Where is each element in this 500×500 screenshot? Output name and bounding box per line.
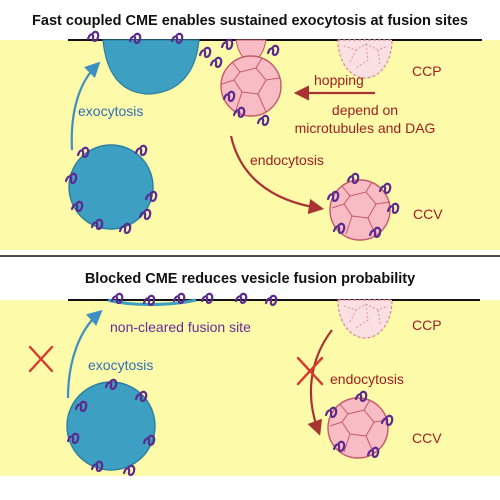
membrane-protein-icon — [170, 32, 184, 44]
membrane-protein-icon — [220, 38, 234, 50]
membrane-protein-icon — [142, 294, 156, 306]
membrane-protein-icon — [134, 390, 148, 402]
membrane-protein-icon — [234, 292, 248, 304]
membrane-protein-icon — [326, 190, 340, 202]
membrane-protein-icon — [66, 432, 80, 444]
depend-label-line2: microtubules and DAG — [295, 120, 436, 136]
membrane-protein-icon — [76, 146, 90, 158]
membrane-protein-icon — [198, 46, 212, 58]
membrane-protein-icon — [70, 200, 84, 212]
bottom-panel-title: Blocked CME reduces vesicle fusion proba… — [85, 271, 415, 287]
membrane-protein-icon — [104, 378, 118, 390]
membrane-protein-icon — [378, 182, 392, 194]
budding-ccp — [220, 55, 282, 117]
membrane-protein-icon — [110, 292, 124, 304]
top-panel-title: Fast coupled CME enables sustained exocy… — [32, 13, 468, 29]
top-endocytosis-label: endocytosis — [250, 152, 324, 168]
membrane-protein-icon — [266, 44, 280, 56]
bottom-endocytosis-label: endocytosis — [330, 371, 404, 387]
membrane-protein-icon — [118, 222, 132, 234]
membrane-protein-icon — [86, 30, 100, 42]
top-ccv-label: CCV — [413, 206, 443, 222]
faded-ccp — [337, 39, 393, 79]
membrane-protein-icon — [128, 32, 142, 44]
non-cleared-site-label: non-cleared fusion site — [110, 319, 251, 335]
bottom-ccv — [327, 397, 389, 459]
ccv — [329, 179, 391, 241]
membrane-protein-icon — [134, 144, 148, 156]
endocytosis-arrow — [229, 135, 325, 215]
membrane-protein-icon — [346, 172, 360, 184]
membrane-protein-icon — [138, 208, 152, 220]
top-ccp-label: CCP — [412, 63, 442, 79]
blocked-exocytosis-arrow — [66, 309, 103, 399]
membrane-protein-icon — [90, 460, 104, 472]
bottom-exocytosis-label: exocytosis — [88, 357, 153, 373]
membrane-protein-icon — [232, 106, 246, 118]
bottom-ccp-label: CCP — [412, 317, 442, 333]
membrane-protein-icon — [332, 222, 346, 234]
membrane-protein-icon — [354, 390, 368, 402]
membrane-protein-icon — [172, 292, 186, 304]
endocytosis-block-cross — [296, 356, 324, 386]
membrane-protein-icon — [380, 414, 394, 426]
membrane-protein-icon — [200, 292, 214, 304]
membrane-protein-icon — [90, 218, 104, 230]
membrane-protein-icon — [64, 172, 78, 184]
membrane-protein-icon — [368, 226, 382, 238]
membrane-protein-icon — [222, 90, 236, 102]
membrane-protein-icon — [264, 294, 278, 306]
membrane-protein-icon — [332, 440, 346, 452]
membrane-protein-icon — [209, 56, 223, 68]
membrane-protein-icon — [386, 202, 400, 214]
membrane-protein-icon — [122, 464, 136, 476]
exocytosis-block-cross — [28, 345, 54, 373]
membrane-protein-icon — [74, 400, 88, 412]
membrane-proteins — [64, 30, 400, 476]
ccv-lattice — [331, 181, 391, 237]
bottom-ccv-label: CCV — [412, 430, 442, 446]
membrane-protein-icon — [324, 406, 338, 418]
depend-label-line1: depend on — [332, 102, 398, 118]
top-exocytosis-label: exocytosis — [78, 103, 143, 119]
cytoplasmic-vesicle — [68, 144, 154, 230]
hopping-label: hopping — [314, 72, 364, 88]
blocked-endocytosis-arrow — [307, 329, 333, 436]
membrane-protein-icon — [144, 190, 158, 202]
exocytosis-arrow — [70, 61, 101, 151]
membrane-protein-icon — [142, 434, 156, 446]
membrane-protein-icon — [256, 114, 270, 126]
bottom-faded-ccp — [337, 299, 393, 339]
budding-ccp-lattice — [221, 57, 281, 113]
fusing-vesicle — [102, 39, 200, 95]
membrane-protein-icon — [366, 446, 380, 458]
